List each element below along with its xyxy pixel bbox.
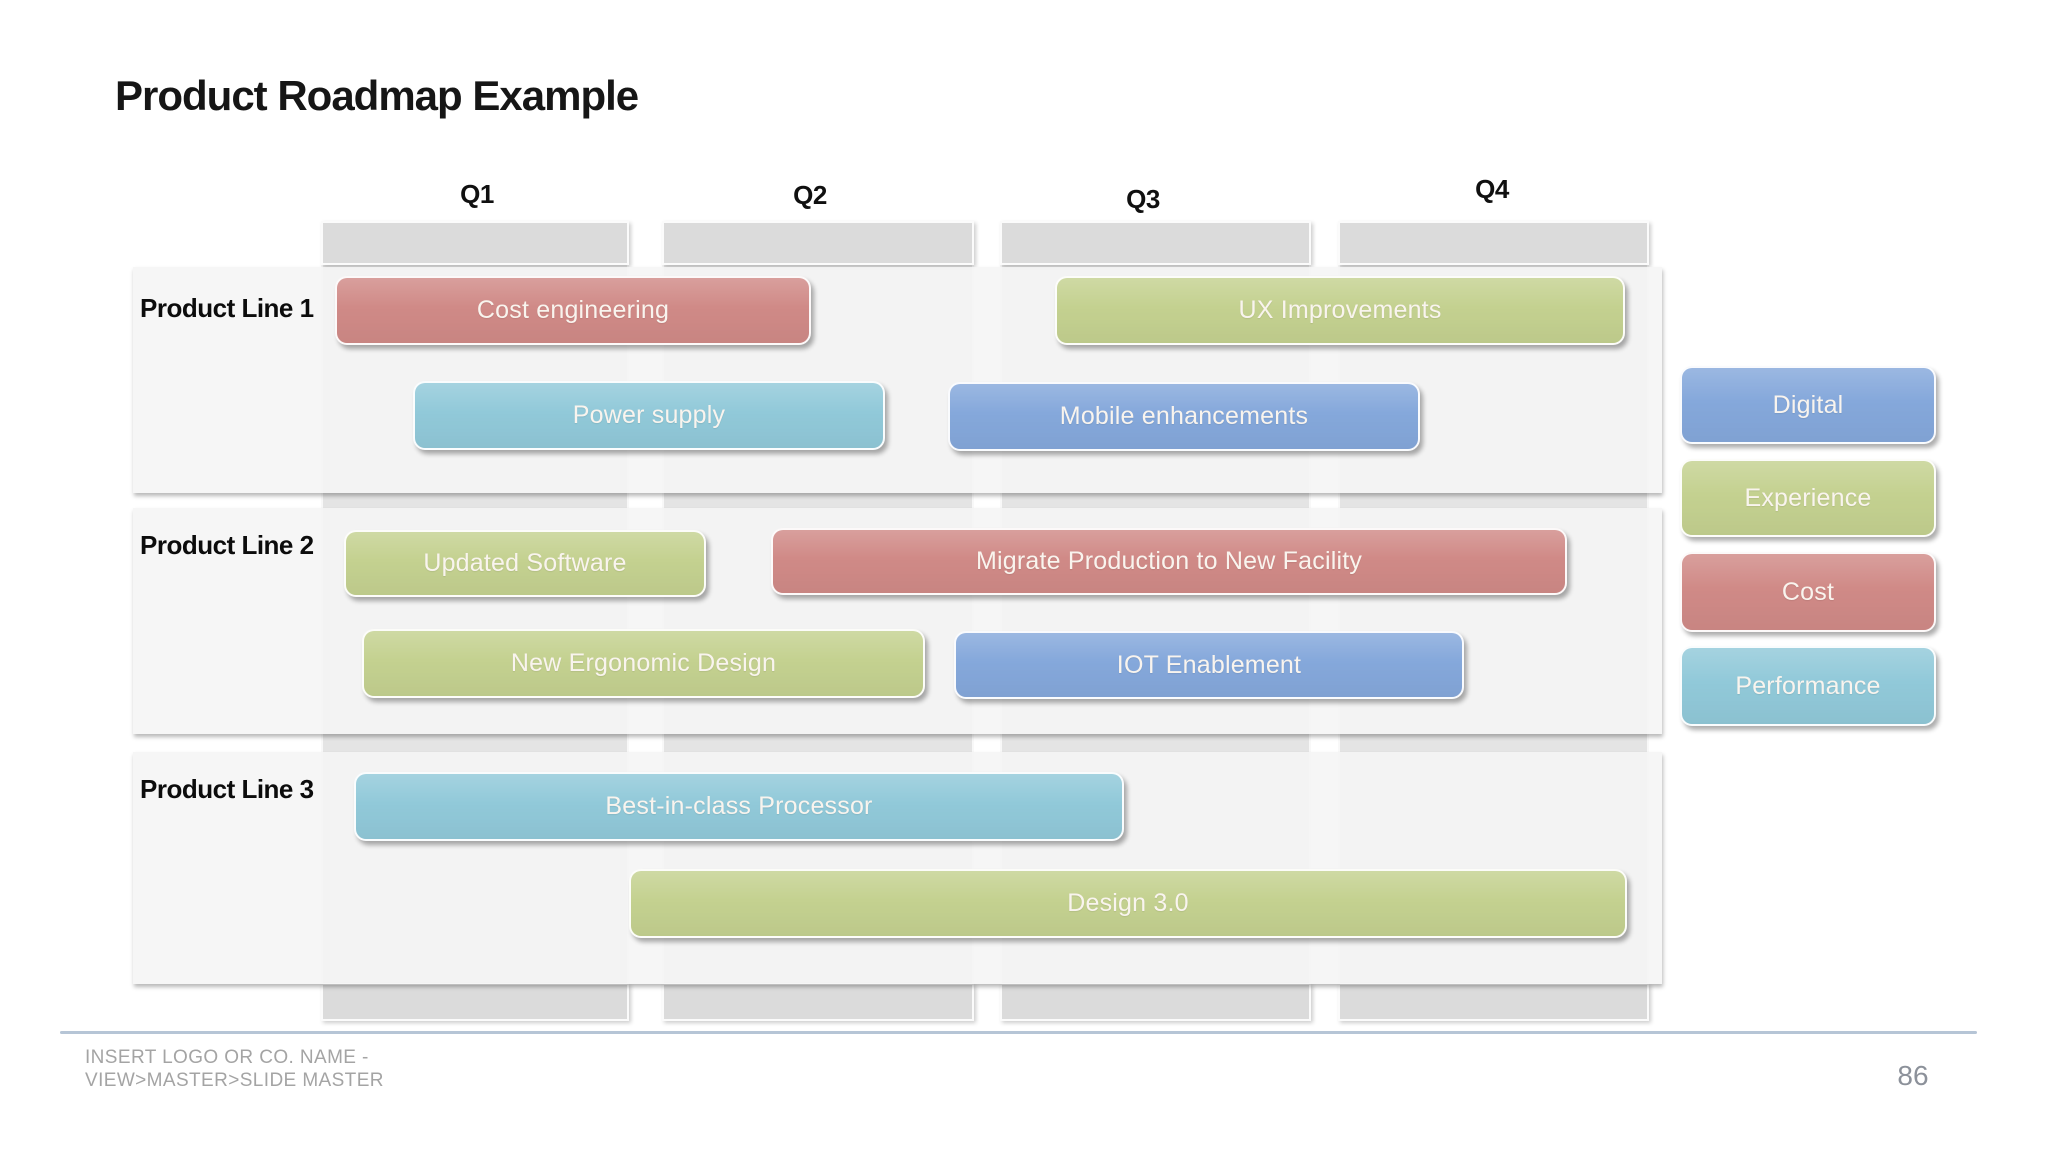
bar-label: Best-in-class Processor xyxy=(605,792,873,820)
bar-cost-engineering: Cost engineering xyxy=(335,276,811,345)
bar-label: Cost engineering xyxy=(476,296,670,324)
quarter-label-q4: Q4 xyxy=(1475,174,1509,204)
column-cap-top xyxy=(1338,221,1649,265)
bar-power-supply: Power supply xyxy=(413,381,885,450)
legend-digital: Digital xyxy=(1680,366,1936,444)
column-cap-bottom xyxy=(321,983,629,1021)
bar-migrate-production-to-new-facility: Migrate Production to New Facility xyxy=(771,528,1567,595)
row-label-product-line-1: Product Line 1 xyxy=(140,293,314,323)
bar-iot-enablement: IOT Enablement xyxy=(954,631,1464,699)
bar-label: Design 3.0 xyxy=(1067,889,1189,917)
page-number: 86 xyxy=(1897,1060,1929,1091)
slide-title: Product Roadmap Example xyxy=(115,72,639,119)
row-label-product-line-3: Product Line 3 xyxy=(140,774,314,804)
quarter-label-q3: Q3 xyxy=(1126,184,1160,214)
footer-line-2: VIEW>MASTER>SLIDE MASTER xyxy=(85,1070,384,1091)
bar-new-ergonomic-design: New Ergonomic Design xyxy=(362,629,925,698)
bar-label: Migrate Production to New Facility xyxy=(975,547,1363,575)
legend-label: Cost xyxy=(1781,577,1835,606)
legend-label: Experience xyxy=(1744,483,1872,512)
bar-label: Mobile enhancements xyxy=(1059,402,1309,430)
column-cap-bottom xyxy=(1338,983,1649,1021)
bar-label: New Ergonomic Design xyxy=(510,649,777,677)
footer-divider xyxy=(60,1031,1977,1034)
legend-experience: Experience xyxy=(1680,459,1936,537)
column-cap-bottom xyxy=(1000,983,1311,1021)
quarter-label-q2: Q2 xyxy=(793,180,827,210)
quarter-label-q1: Q1 xyxy=(460,179,494,209)
bar-label: IOT Enablement xyxy=(1116,650,1302,679)
bar-label: Power supply xyxy=(572,401,726,429)
footer-placeholder: INSERT LOGO OR CO. NAME - VIEW>MASTER>SL… xyxy=(85,1046,384,1092)
legend-label: Digital xyxy=(1772,390,1844,419)
legend-label: Performance xyxy=(1735,671,1881,700)
bar-mobile-enhancements: Mobile enhancements xyxy=(948,382,1420,451)
column-cap-top xyxy=(1000,221,1311,265)
bar-ux-improvements: UX Improvements xyxy=(1055,276,1625,345)
bar-label: UX Improvements xyxy=(1238,296,1442,324)
bar-updated-software: Updated Software xyxy=(344,530,706,597)
bar-best-in-class-processor: Best-in-class Processor xyxy=(354,772,1124,841)
legend-performance: Performance xyxy=(1680,646,1936,726)
bar-design-3-0: Design 3.0 xyxy=(629,869,1627,938)
column-cap-top xyxy=(662,221,974,265)
legend-cost: Cost xyxy=(1680,552,1936,632)
footer-line-1: INSERT LOGO OR CO. NAME - xyxy=(85,1047,369,1068)
column-cap-top xyxy=(321,221,629,265)
column-cap-bottom xyxy=(662,983,974,1021)
row-label-product-line-2: Product Line 2 xyxy=(140,530,314,560)
bar-label: Updated Software xyxy=(423,549,627,577)
